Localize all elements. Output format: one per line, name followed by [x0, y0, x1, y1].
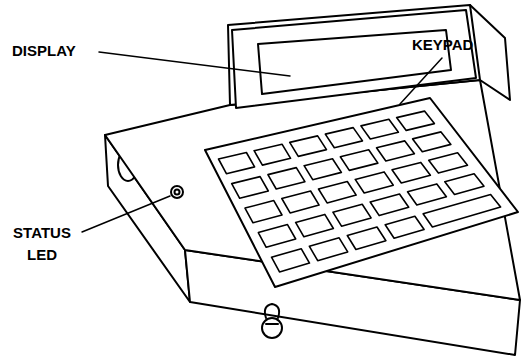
key-button [232, 177, 269, 199]
leader-line [99, 52, 290, 76]
key-button [258, 225, 295, 248]
key-button [392, 162, 430, 183]
key-button [268, 168, 305, 189]
knob-loop [265, 304, 279, 318]
keypad-keys [219, 111, 501, 272]
key-button [423, 195, 501, 228]
key-button [445, 174, 484, 195]
key-button [319, 182, 357, 203]
key-button [219, 153, 255, 174]
key-button [309, 238, 347, 261]
key-button [333, 204, 371, 226]
key-button [304, 159, 341, 180]
key-button [385, 216, 424, 238]
part-label: DISPLAY [12, 40, 102, 62]
keypad-recess [205, 98, 518, 287]
key-button [408, 184, 447, 205]
key-button [347, 227, 386, 250]
display-bezel [232, 10, 476, 108]
key-button [355, 172, 393, 193]
status-led [171, 186, 183, 198]
key-button [413, 132, 451, 152]
part-label: STATUS LED [2, 222, 82, 266]
key-button [340, 150, 378, 171]
key-button [245, 201, 282, 223]
key-knob [262, 318, 282, 338]
key-button [254, 144, 291, 165]
status-led-lens [175, 190, 180, 195]
key-button [429, 153, 468, 173]
knob-slot [266, 323, 278, 325]
key-button [272, 249, 310, 272]
top-face [105, 80, 520, 300]
key-button [325, 128, 362, 148]
part-label: KEYPAD [412, 34, 492, 56]
key-button [361, 119, 399, 139]
key-button [282, 191, 319, 213]
leader-line [400, 58, 442, 104]
key-button [370, 194, 409, 216]
key-button [290, 136, 327, 157]
key-button [296, 214, 334, 236]
leader-line [82, 196, 170, 232]
key-button [377, 141, 415, 161]
key-button [397, 111, 435, 130]
